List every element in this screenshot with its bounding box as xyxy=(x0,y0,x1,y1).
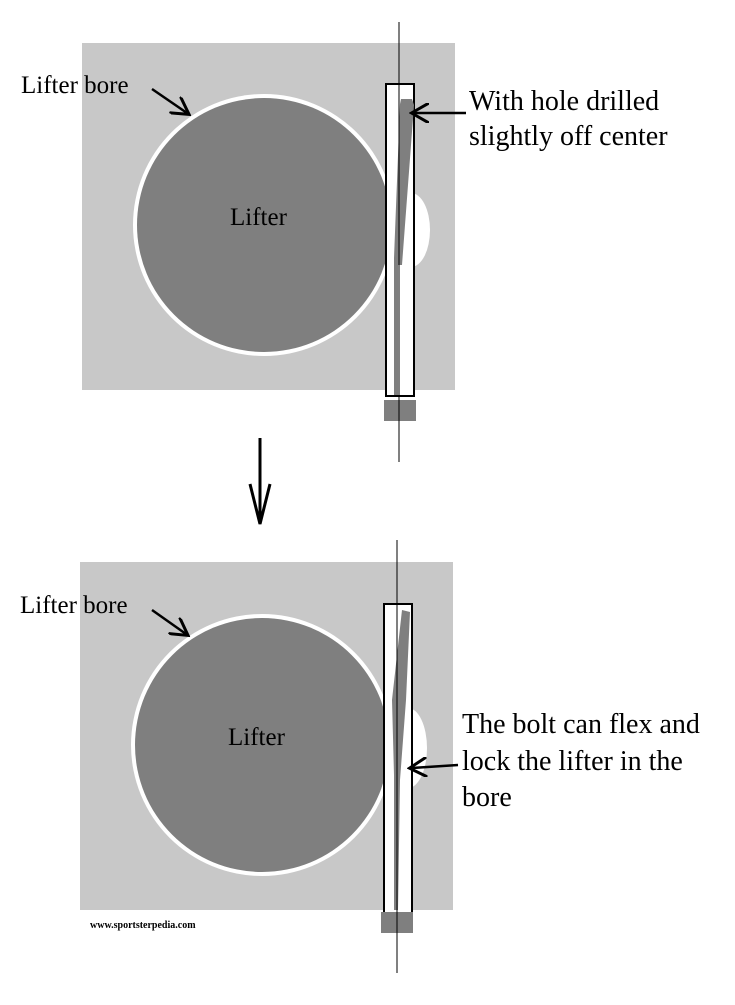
lifter xyxy=(135,618,389,872)
watermark: www.sportsterpedia.com xyxy=(90,920,196,931)
transition-arrow xyxy=(248,438,272,525)
bolt-head xyxy=(384,400,416,421)
down-arrow-head xyxy=(248,483,272,525)
lifter-bore-label: Lifter bore xyxy=(20,592,128,619)
lifter-label: Lifter xyxy=(228,724,286,751)
flex-annotation-line-3: bore xyxy=(462,782,512,813)
top-panel: Lifter bore Lifter With hole drilled sli… xyxy=(21,22,668,462)
lifter-label: Lifter xyxy=(230,204,288,231)
lifter-bore-label: Lifter bore xyxy=(21,72,129,99)
lifter-bore-arrow xyxy=(151,608,186,634)
flex-annotation-line-2: lock the lifter in the xyxy=(462,746,683,777)
hole-annotation-line-1: With hole drilled xyxy=(469,86,659,117)
hole-annotation-line-2: slightly off center xyxy=(469,121,668,152)
bottom-panel: Lifter bore Lifter The bolt can flex and… xyxy=(20,540,700,973)
lifter-bore-arrow xyxy=(151,87,187,113)
flex-annotation-line-1: The bolt can flex and xyxy=(462,709,700,740)
flex-annotation-arrow xyxy=(412,765,459,768)
lifter xyxy=(137,98,391,352)
